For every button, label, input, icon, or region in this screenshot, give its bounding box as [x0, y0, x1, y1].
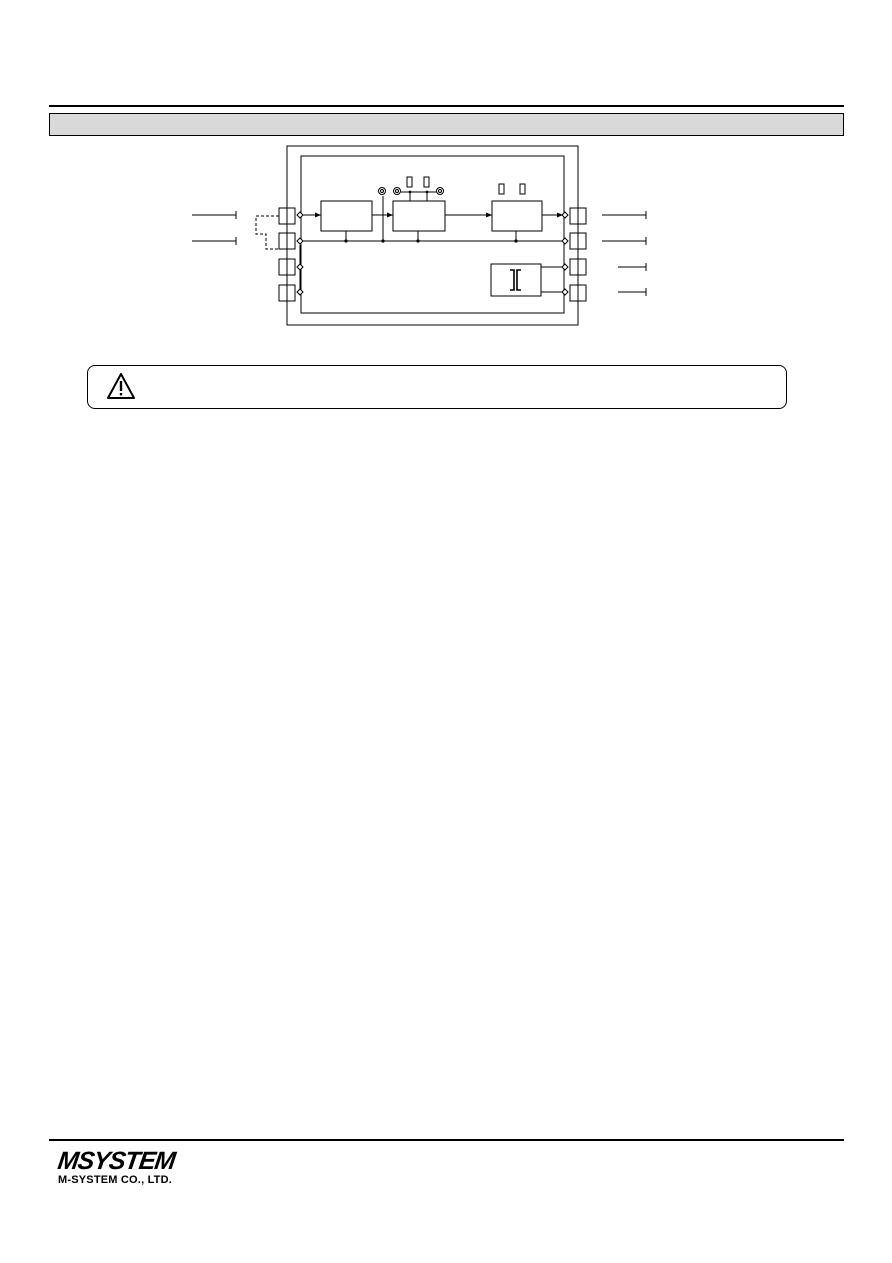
conversion-block [392, 200, 446, 232]
block-diagram [192, 145, 647, 326]
power-block [490, 263, 542, 297]
input-terminal [278, 258, 296, 276]
brand-logo-mark: MSYSTEM [56, 1147, 177, 1175]
inner-housing [300, 155, 565, 314]
input-terminal [278, 284, 296, 302]
output-terminal [569, 207, 587, 225]
input-block [320, 200, 373, 232]
warning-triangle-icon [107, 373, 135, 399]
output-block [491, 200, 543, 232]
top-rule [49, 105, 844, 107]
output-terminal [569, 284, 587, 302]
outer-housing [286, 145, 579, 326]
output-terminal [569, 258, 587, 276]
section-header-bar [49, 113, 844, 136]
bottom-rule [49, 1139, 844, 1141]
company-name: M-SYSTEM CO., LTD. [58, 1174, 173, 1186]
company-logo: MSYSTEM M-SYSTEM CO., LTD. [56, 1147, 177, 1187]
output-terminal [569, 232, 587, 250]
input-terminal [278, 232, 296, 250]
warning-box [87, 365, 787, 409]
